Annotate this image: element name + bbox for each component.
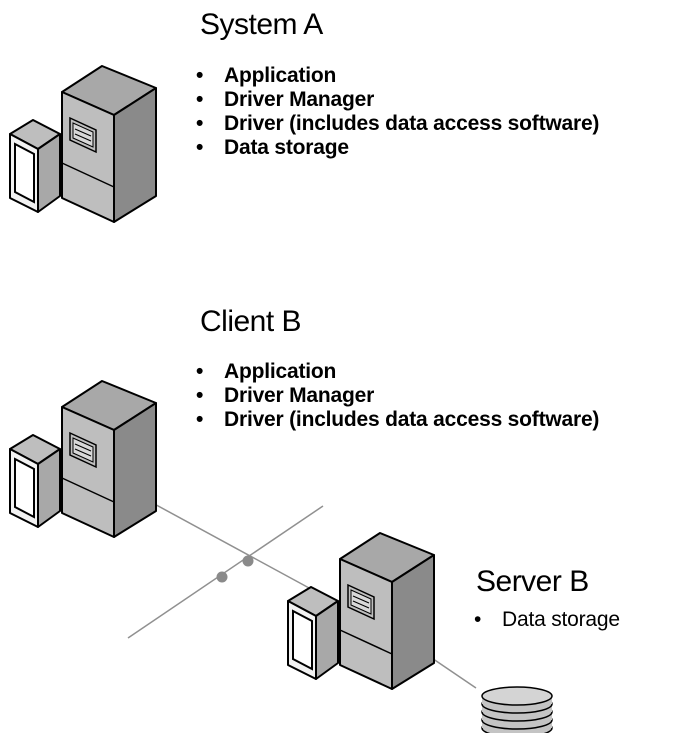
- bullet-icon: •: [196, 408, 204, 431]
- system-a-workstation-icon: [9, 65, 157, 223]
- client-b-component-list: •Application •Driver Manager •Driver (in…: [190, 360, 599, 432]
- list-item: •Application: [196, 360, 337, 383]
- list-item: •Application: [196, 64, 337, 87]
- bullet-icon: •: [474, 608, 482, 631]
- list-item: •Driver (includes data access software): [196, 112, 600, 135]
- list-item: •Data storage: [474, 608, 620, 631]
- network-node-icon: [242, 555, 254, 567]
- system-a-component-list: •Application •Driver Manager •Driver (in…: [190, 64, 599, 160]
- client-b-title: Client B: [200, 305, 302, 338]
- bullet-icon: •: [196, 64, 204, 87]
- list-item: •Driver (includes data access software): [196, 408, 600, 431]
- server-b-component-list: •Data storage: [468, 608, 620, 632]
- list-item: •Driver Manager: [196, 384, 375, 407]
- list-item: •Driver Manager: [196, 88, 375, 111]
- bullet-icon: •: [196, 360, 204, 383]
- system-a-title: System A: [200, 8, 323, 41]
- bullet-icon: •: [196, 384, 204, 407]
- client-b-workstation-icon: [9, 380, 157, 538]
- network-node-icon: [216, 571, 228, 583]
- bullet-icon: •: [196, 112, 204, 135]
- disk-stack-icon: [481, 686, 553, 733]
- list-item: •Data storage: [196, 136, 349, 159]
- bullet-icon: •: [196, 136, 204, 159]
- bullet-icon: •: [196, 88, 204, 111]
- server-b-server-icon: [287, 532, 435, 690]
- server-b-title: Server B: [476, 565, 589, 598]
